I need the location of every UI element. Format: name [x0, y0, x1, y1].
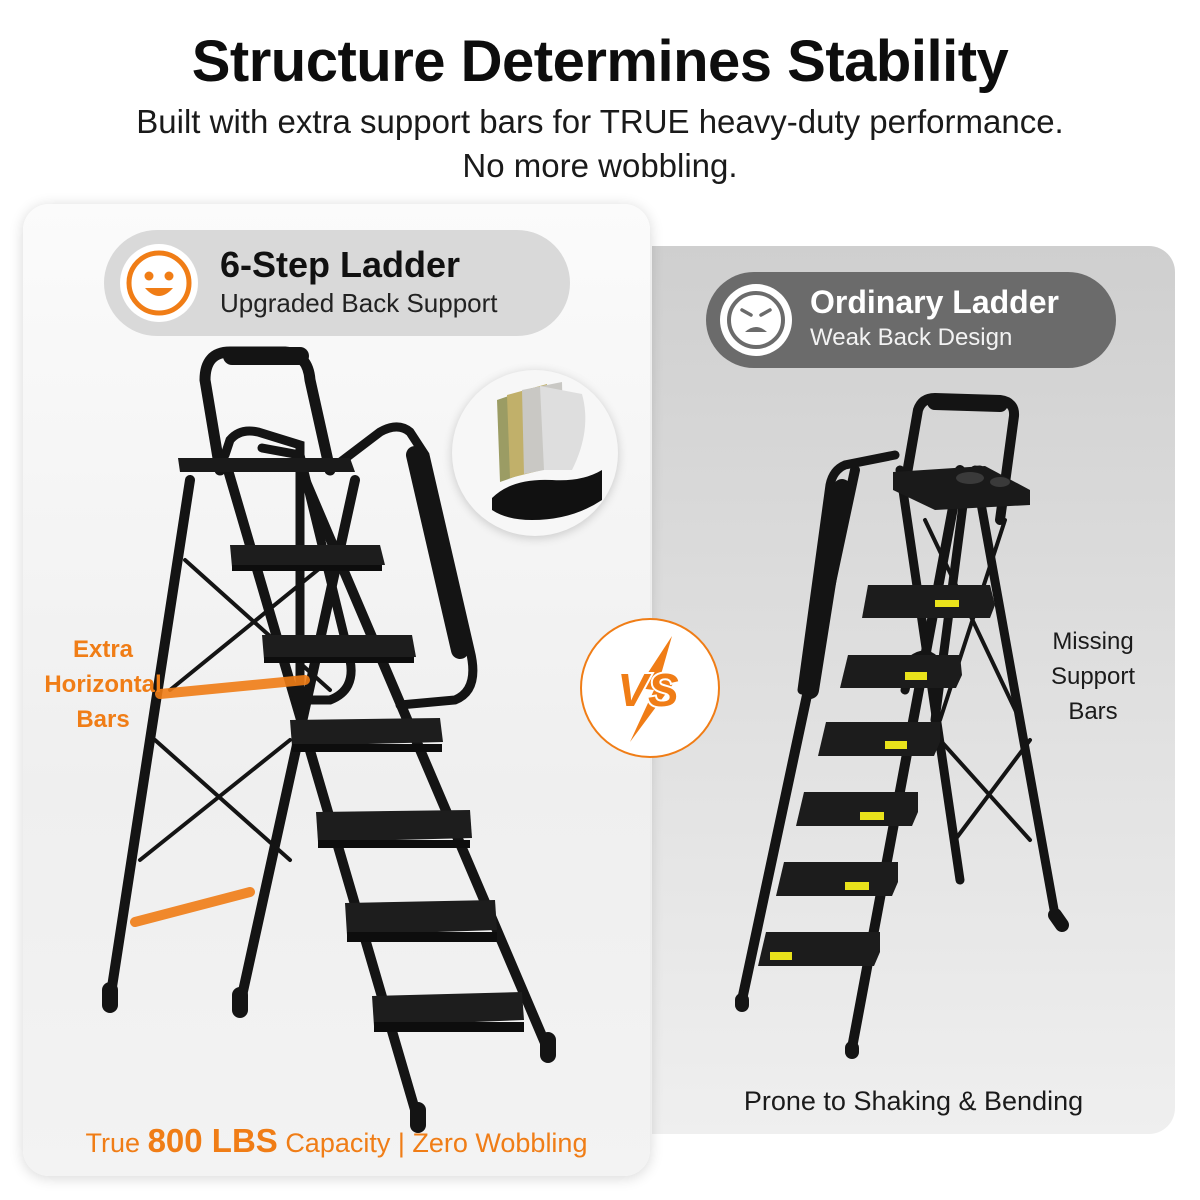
metal-layers-icon [492, 382, 602, 520]
material-detail-circle [452, 370, 618, 536]
vs-label: VS [617, 664, 679, 716]
caption-prefix: True [85, 1128, 141, 1158]
vs-badge: VS [580, 618, 720, 758]
page-subtitle: Built with extra support bars for TRUE h… [0, 100, 1200, 188]
ordinary-ladder-badge: Ordinary Ladder Weak Back Design [706, 272, 1116, 368]
missing-bars-line-1: Missing [1052, 628, 1134, 655]
six-step-ladder-subtitle: Upgraded Back Support [220, 288, 498, 318]
missing-bars-callout: Missing Support Bars [1030, 624, 1156, 729]
page-title: Structure Determines Stability [191, 29, 1009, 94]
six-step-ladder-illustration [102, 346, 556, 1133]
extra-bars-line-2: Horizontal [44, 671, 162, 698]
six-step-ladder-badge: 6-Step Ladder Upgraded Back Support [104, 230, 570, 336]
capacity-caption: True 800 LBS Capacity | Zero Wobbling [23, 1122, 650, 1160]
missing-bars-line-3: Bars [1068, 698, 1118, 725]
ordinary-ladder-illustration [735, 392, 1069, 1059]
angry-face-icon [720, 284, 792, 356]
shaking-caption: Prone to Shaking & Bending [743, 1086, 1084, 1116]
extra-bars-line-3: Bars [76, 706, 130, 733]
ordinary-ladder-title: Ordinary Ladder [810, 284, 1059, 320]
extra-bars-callout: Extra Horizontal Bars [30, 632, 176, 737]
missing-bars-line-2: Support [1050, 663, 1136, 690]
lightning-bolt-icon: VS [615, 636, 681, 742]
ordinary-ladder-panel [652, 246, 1175, 1134]
caption-suffix: Capacity | Zero Wobbling [285, 1128, 588, 1158]
caption-highlight: 800 LBS [147, 1122, 278, 1159]
six-step-ladder-title: 6-Step Ladder [220, 244, 461, 285]
happy-face-icon [120, 244, 198, 322]
extra-bars-line-1: Extra [72, 636, 134, 663]
six-step-ladder-panel [23, 204, 650, 1176]
subtitle-line-1: Built with extra support bars for TRUE h… [136, 103, 1064, 140]
subtitle-line-2: No more wobbling. [462, 147, 738, 184]
ordinary-ladder-subtitle: Weak Back Design [810, 324, 1013, 351]
